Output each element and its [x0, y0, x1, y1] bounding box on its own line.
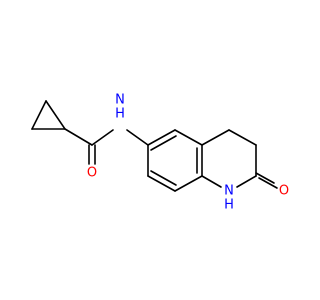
bond: [147, 175, 176, 192]
bond: [31, 100, 47, 130]
bond: [64, 128, 93, 146]
bond: [236, 175, 257, 188]
bond: [150, 170, 177, 186]
amide-carbonyl: [88, 144, 96, 165]
bond: [45, 100, 66, 130]
lactam-carbonyl: [255, 172, 278, 189]
amide-nitrogen-label: N: [115, 93, 125, 108]
bond: [255, 172, 275, 184]
bond: [91, 129, 114, 146]
amide-oxygen-label: O: [87, 166, 97, 181]
bond: [201, 175, 222, 188]
ring-nitrogen-label: N: [224, 184, 234, 199]
bond: [201, 129, 230, 146]
bond: [147, 129, 176, 146]
cyclopropyl-ring: [31, 100, 66, 130]
molecule-structure: N H O N H O: [31, 93, 289, 213]
benzene-ring: [147, 129, 203, 192]
bond: [228, 129, 257, 146]
bond: [174, 175, 203, 192]
lactam-oxygen-label: O: [279, 184, 289, 199]
lactam-ring: [201, 129, 257, 188]
bond: [258, 177, 278, 189]
bond: [126, 129, 149, 146]
ring-hydrogen-label: H: [224, 198, 234, 213]
amide-hydrogen-label: H: [115, 107, 125, 122]
bond: [150, 135, 177, 151]
bond: [174, 129, 203, 146]
